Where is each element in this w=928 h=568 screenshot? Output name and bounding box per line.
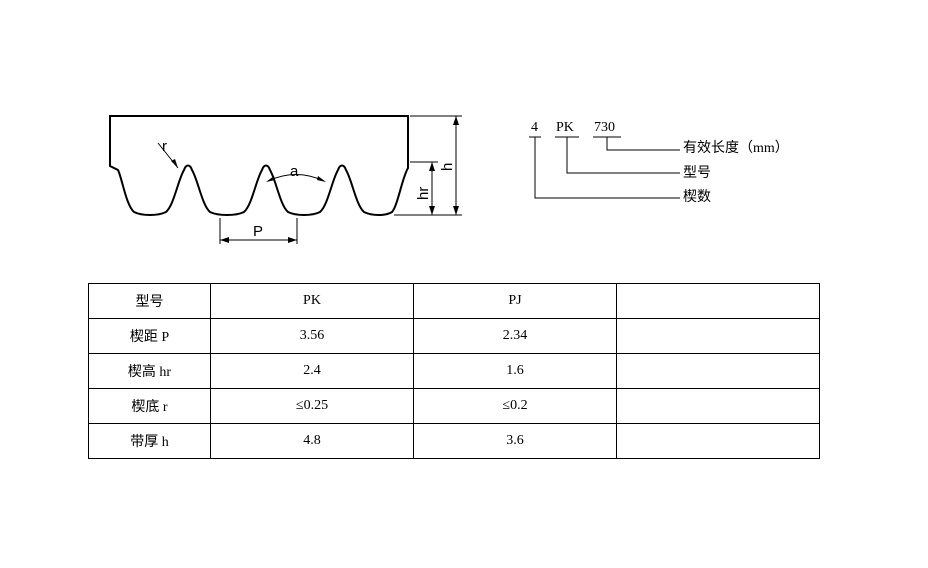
hr-arrow-top [429,162,435,171]
table-cell: 型号 [88,283,211,319]
table-cell: 2.34 [413,318,617,354]
table-cell: 3.56 [210,318,414,354]
label-hr: hr [415,187,432,200]
label-h: h [439,163,456,171]
angle-a-arrow-left [266,176,275,182]
designation-length: 730 [594,120,615,135]
table-cell [616,318,820,354]
table-cell: 带厚 h [88,423,211,459]
angle-a-arrow-right [317,176,326,182]
table-row: 楔距 P 3.56 2.34 [88,318,820,354]
table-row: 带厚 h 4.8 3.6 [88,423,820,459]
table-row: 楔高 hr 2.4 1.6 [88,353,820,389]
table-cell: ≤0.2 [413,388,617,424]
label-a: a [290,163,299,180]
hr-arrow-bottom [429,206,435,215]
table-cell: 3.6 [413,423,617,459]
table-cell: 1.6 [413,353,617,389]
table-cell: 楔距 P [88,318,211,354]
designation-count: 4 [531,120,538,135]
legend-wedge-count: 楔数 [683,189,711,205]
count-leader [534,137,680,199]
label-r: r [162,138,167,155]
table-cell: 2.4 [210,353,414,389]
p-arrow-left [220,237,229,243]
table-cell: PJ [413,283,617,319]
p-arrow-right [288,237,297,243]
table-cell: 楔高 hr [88,353,211,389]
table-cell [616,388,820,424]
legend-model: 型号 [683,165,711,181]
label-p: P [253,223,263,240]
table-cell [616,283,820,319]
table-cell: PK [210,283,414,319]
h-arrow-top [453,116,459,125]
spec-table: 型号 PK PJ 楔距 P 3.56 2.34 楔高 hr 2.4 1.6 楔底… [88,283,820,459]
h-arrow-bottom [453,206,459,215]
table-cell: ≤0.25 [210,388,414,424]
table-row: 型号 PK PJ [88,283,820,319]
designation-type: PK [556,120,574,135]
table-row: 楔底 r ≤0.25 ≤0.2 [88,388,820,424]
table-cell [616,423,820,459]
belt-profile-outline [109,115,409,216]
table-cell [616,353,820,389]
table-cell: 4.8 [210,423,414,459]
length-leader [606,137,680,151]
table-cell: 楔底 r [88,388,211,424]
legend-effective-length: 有效长度（mm） [683,140,789,156]
r-leader-arrow [171,159,178,168]
type-leader [566,137,680,174]
